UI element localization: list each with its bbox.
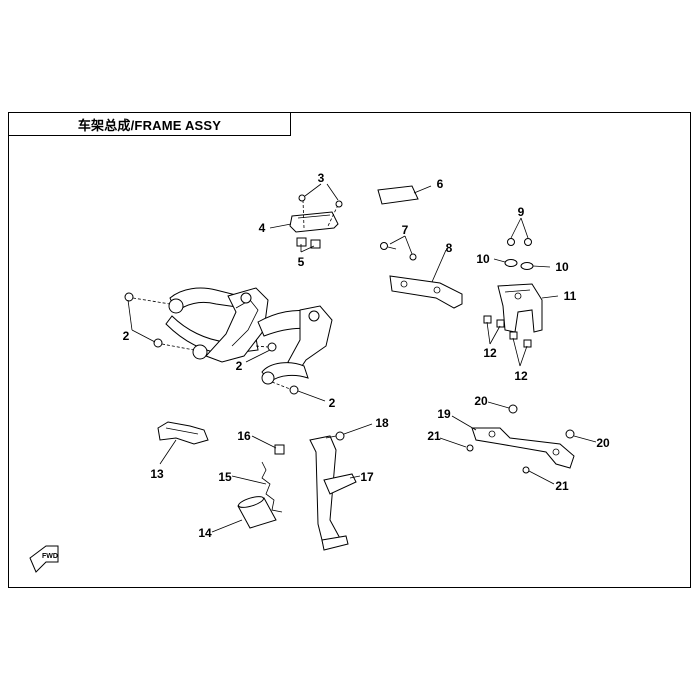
part-13-bracket xyxy=(157,421,209,445)
callout-7: 7 xyxy=(402,223,409,237)
part-10-grommets xyxy=(504,259,534,270)
callout-19: 19 xyxy=(437,407,451,421)
page-title: 车架总成/FRAME ASSY xyxy=(77,117,222,133)
callout-10-right: 10 xyxy=(555,260,569,274)
part-8-plate xyxy=(389,275,463,309)
callout-2-right: 2 xyxy=(329,396,336,410)
callout-4: 4 xyxy=(259,221,266,235)
part-14-sleeve xyxy=(237,496,277,529)
main-frame xyxy=(124,287,333,395)
part-5-nuts xyxy=(296,237,321,249)
callout-5: 5 xyxy=(298,255,305,269)
callout-14: 14 xyxy=(198,526,212,540)
diagram-frame xyxy=(8,112,691,588)
fwd-arrow-icon: FWD xyxy=(29,545,59,573)
fwd-label: FWD xyxy=(42,553,58,560)
callout-16: 16 xyxy=(237,429,251,443)
part-3-bolts xyxy=(298,194,343,208)
callout-2-middle: 2 xyxy=(236,359,243,373)
part-20-bolts xyxy=(508,404,575,439)
part-16-nut xyxy=(274,444,285,455)
callout-labels: 3 4 5 6 7 8 9 10 10 11 12 12 2 2 2 13 14… xyxy=(123,171,610,540)
callout-12-right: 12 xyxy=(514,369,528,383)
callout-15: 15 xyxy=(218,470,232,484)
part-21-nuts xyxy=(466,444,530,474)
callout-6: 6 xyxy=(437,177,444,191)
callout-11: 11 xyxy=(564,289,577,303)
part-9-screws xyxy=(507,238,532,246)
callout-13: 13 xyxy=(150,467,164,481)
part-4-bracket xyxy=(289,199,339,233)
part-12-nuts xyxy=(483,315,532,348)
part-19-bracket xyxy=(471,427,575,469)
leader-lines xyxy=(127,183,597,533)
callout-10-left: 10 xyxy=(476,252,490,266)
callout-9: 9 xyxy=(518,205,525,219)
callout-21-right: 21 xyxy=(555,479,569,493)
callout-3: 3 xyxy=(318,171,325,185)
part-7-bolt xyxy=(380,242,417,261)
callout-21-left: 21 xyxy=(427,429,441,443)
callout-8: 8 xyxy=(446,241,453,255)
callout-12-left: 12 xyxy=(483,346,497,360)
callout-17: 17 xyxy=(360,470,374,484)
callout-2-left: 2 xyxy=(123,329,130,343)
callout-18: 18 xyxy=(375,416,389,430)
part-15-spring xyxy=(261,461,283,513)
part-11-bracket xyxy=(497,283,543,333)
title-box: 车架总成/FRAME ASSY xyxy=(8,112,291,136)
part-18-bolt xyxy=(325,431,345,441)
callout-20-right: 20 xyxy=(596,436,610,450)
part-6-pad xyxy=(377,185,419,205)
callout-20-left: 20 xyxy=(474,394,488,408)
part-17-side-stand xyxy=(309,435,357,551)
